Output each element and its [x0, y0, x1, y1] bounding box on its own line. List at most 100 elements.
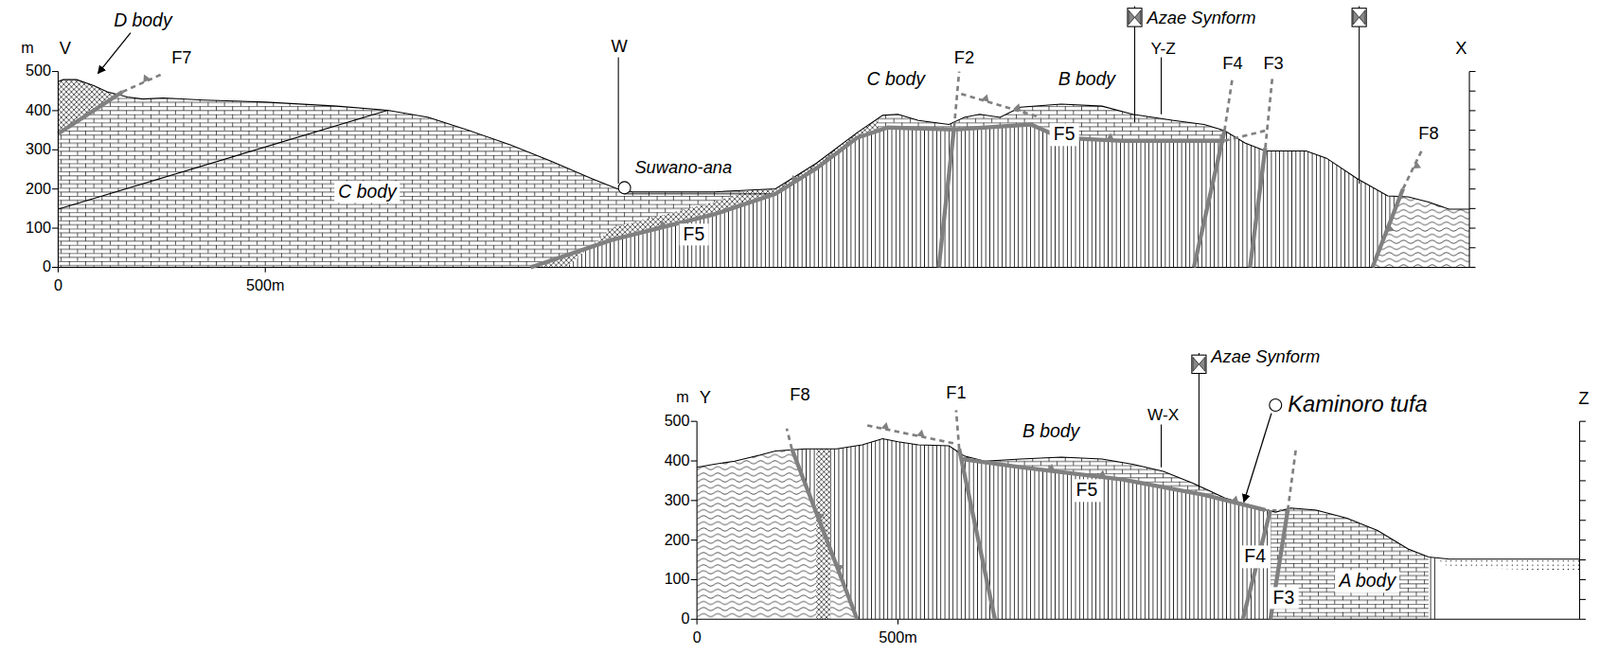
section-label: F4 — [1240, 546, 1270, 569]
fault — [959, 448, 996, 620]
thrust-tooth — [916, 429, 925, 438]
thrust-fault-projected — [1403, 148, 1423, 189]
thrust-fault-projected — [122, 73, 163, 92]
axis-tick — [1469, 188, 1476, 190]
axis-tick — [1579, 579, 1585, 581]
section-label: F5 — [1049, 124, 1080, 146]
axis-tick — [1469, 149, 1476, 151]
thrust-tooth — [142, 74, 151, 84]
section-line — [1160, 424, 1162, 467]
thrust-tooth — [1013, 103, 1021, 111]
section-label: C body — [867, 69, 925, 89]
axis-label: 400 — [664, 452, 691, 470]
axis-line — [57, 71, 59, 268]
axis-tick — [52, 71, 58, 72]
thrust-fault — [791, 448, 857, 620]
section-label: X — [1455, 38, 1467, 58]
section-label: F8 — [1418, 124, 1439, 143]
axis-tick — [1579, 480, 1585, 481]
axis-tick — [691, 460, 697, 462]
axis-tick — [1469, 109, 1476, 111]
thrust-fault — [57, 91, 123, 134]
axis-tick — [1579, 599, 1585, 601]
synform-symbol — [1128, 10, 1141, 25]
thrust-tooth — [980, 93, 989, 102]
top-section-units — [57, 0, 1470, 267]
synform-symbol — [1352, 10, 1366, 25]
alluvium — [1423, 551, 1581, 572]
axis-tick — [691, 499, 697, 501]
axis-tick — [52, 109, 58, 111]
section-label: D body — [113, 10, 172, 31]
section-label: A body — [1334, 570, 1400, 593]
axis-tick — [1579, 460, 1585, 462]
thrust-tooth — [1098, 470, 1107, 479]
thrust-fault-projected — [1224, 130, 1265, 142]
axis-line — [696, 421, 698, 620]
section-line — [1160, 56, 1162, 114]
axis-label: 300 — [664, 492, 691, 510]
axis-tick — [52, 228, 58, 230]
cover — [1438, 0, 1581, 620]
section-label: B body — [1058, 69, 1116, 89]
axis-tick — [691, 619, 697, 621]
axis-label: 0 — [53, 277, 63, 295]
section-label: F2 — [954, 48, 975, 68]
synform-symbol — [1191, 355, 1207, 374]
b-body-unit — [959, 0, 1265, 511]
axis-tick — [1469, 90, 1476, 92]
section-label: Y — [699, 388, 712, 408]
fault-projected — [1287, 448, 1297, 511]
synform-symbol — [1192, 356, 1206, 372]
axis-label: 0 — [42, 258, 52, 276]
section-label: F1 — [945, 383, 966, 403]
axis-label: 500 — [25, 63, 52, 81]
section-label: Suwano-ana — [634, 158, 732, 178]
axis-tick — [1579, 619, 1585, 621]
base-line — [696, 619, 1580, 621]
axis-tick — [897, 619, 899, 624]
thrust-fault-projected — [786, 428, 792, 450]
axis-label: 500m — [878, 629, 917, 647]
leader-arrow — [97, 33, 130, 74]
section-label: F5 — [679, 223, 710, 246]
thrust-fault-projected — [867, 426, 957, 445]
thrust-tooth — [816, 513, 825, 521]
axis-label: 400 — [25, 103, 52, 121]
fault — [1193, 130, 1225, 267]
axis-tick — [1469, 228, 1476, 230]
axis-label: 500m — [246, 277, 285, 295]
axis-label: 0 — [693, 629, 702, 647]
axis-label: 100 — [664, 570, 691, 588]
chert-unit — [696, 0, 857, 620]
spring-point — [618, 181, 631, 195]
section-label: F4 — [1222, 53, 1243, 73]
axis-label: 300 — [25, 142, 52, 160]
thrust-tooth — [658, 220, 667, 229]
section-label: Kaminoro tufa — [1287, 391, 1428, 417]
axis-label: 200 — [25, 181, 52, 199]
section-line — [618, 56, 620, 184]
axis-label: 100 — [25, 220, 52, 238]
section-label: F8 — [789, 385, 810, 405]
axis-tick — [57, 266, 59, 272]
thrust-tooth — [1386, 224, 1395, 232]
base-line — [57, 266, 1470, 268]
thrust-tooth — [1412, 160, 1422, 169]
axis-tick — [1579, 519, 1585, 521]
ground-surface — [696, 439, 1580, 560]
thrust-tooth — [1047, 463, 1056, 472]
section-label: F7 — [171, 48, 192, 68]
axis-tick — [691, 539, 697, 541]
axis-tick — [1469, 266, 1476, 268]
axis-tick — [696, 619, 698, 624]
section-label: C body — [334, 180, 400, 203]
section-label: W — [611, 35, 628, 55]
axis-tick — [1579, 421, 1585, 423]
axis-tick — [52, 188, 58, 190]
axis-label: 500 — [664, 412, 691, 430]
thrust-tooth — [881, 422, 889, 430]
synform-axis — [1358, 6, 1360, 185]
